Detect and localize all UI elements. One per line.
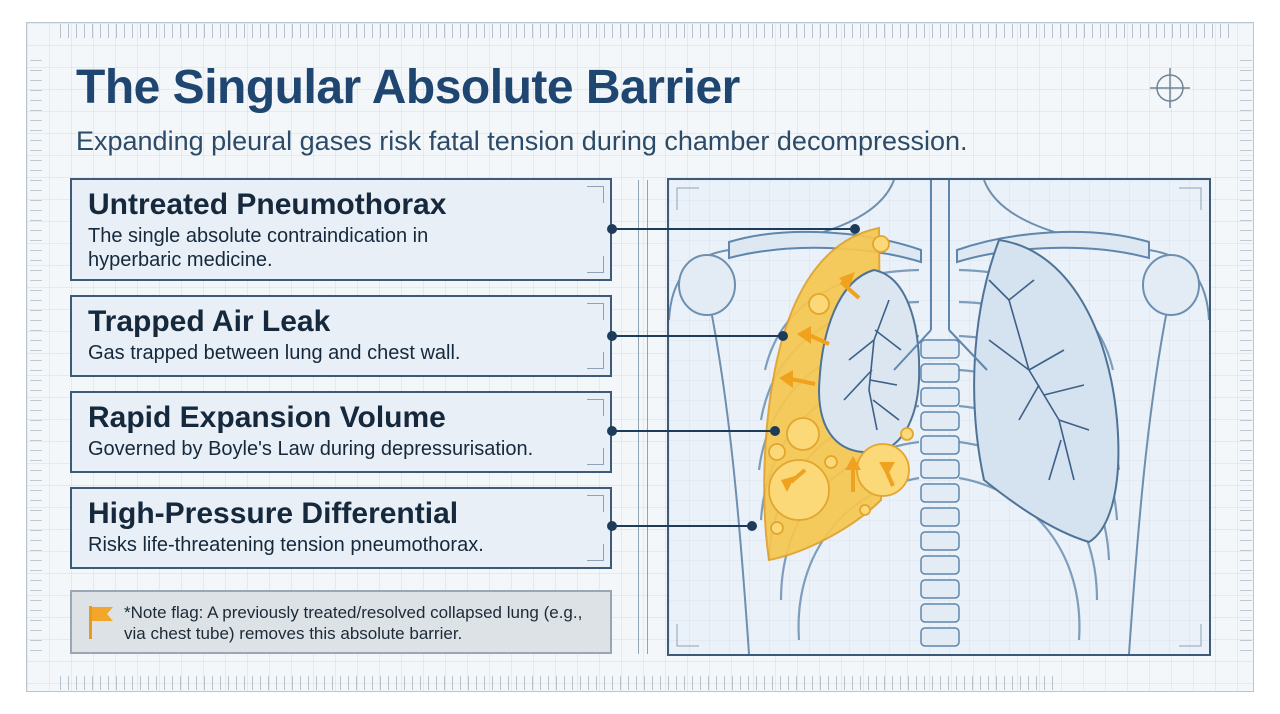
- card-title: High-Pressure Differential: [88, 497, 459, 530]
- anatomy-panel: [667, 178, 1211, 656]
- card-title: Trapped Air Leak: [88, 305, 331, 338]
- note-text: *Note flag: A previously treated/resolve…: [124, 603, 583, 643]
- card-description: Governed by Boyle's Law during depressur…: [88, 438, 534, 460]
- card-title: Rapid Expansion Volume: [88, 401, 446, 434]
- crosshair-icon: [1150, 68, 1190, 108]
- card-description: The single absolute contraindication in …: [88, 225, 429, 271]
- card-rapid-expansion-volume: Rapid Expansion Volume Governed by Boyle…: [70, 391, 612, 473]
- ruler-bottom: [60, 676, 1060, 690]
- note-box: *Note flag: A previously treated/resolve…: [70, 590, 612, 654]
- card-title: Untreated Pneumothorax: [88, 188, 447, 221]
- page-subtitle: Expanding pleural gases risk fatal tensi…: [76, 126, 968, 156]
- card-untreated-pneumothorax: Untreated Pneumothorax The single absolu…: [70, 178, 612, 281]
- flag-icon: [89, 606, 113, 639]
- card-trapped-air-leak: Trapped Air Leak Gas trapped between lun…: [70, 295, 612, 377]
- page-title: The Singular Absolute Barrier: [76, 61, 740, 114]
- card-high-pressure-differential: High-Pressure Differential Risks life-th…: [70, 487, 612, 569]
- ruler-right: [1240, 60, 1252, 660]
- card-description: Gas trapped between lung and chest wall.: [88, 342, 461, 364]
- divider-rule: [638, 180, 648, 654]
- chest-illustration: [669, 180, 1209, 654]
- card-description: Risks life-threatening tension pneumotho…: [88, 534, 484, 556]
- ruler-left: [30, 60, 42, 660]
- ruler-top: [60, 24, 1230, 38]
